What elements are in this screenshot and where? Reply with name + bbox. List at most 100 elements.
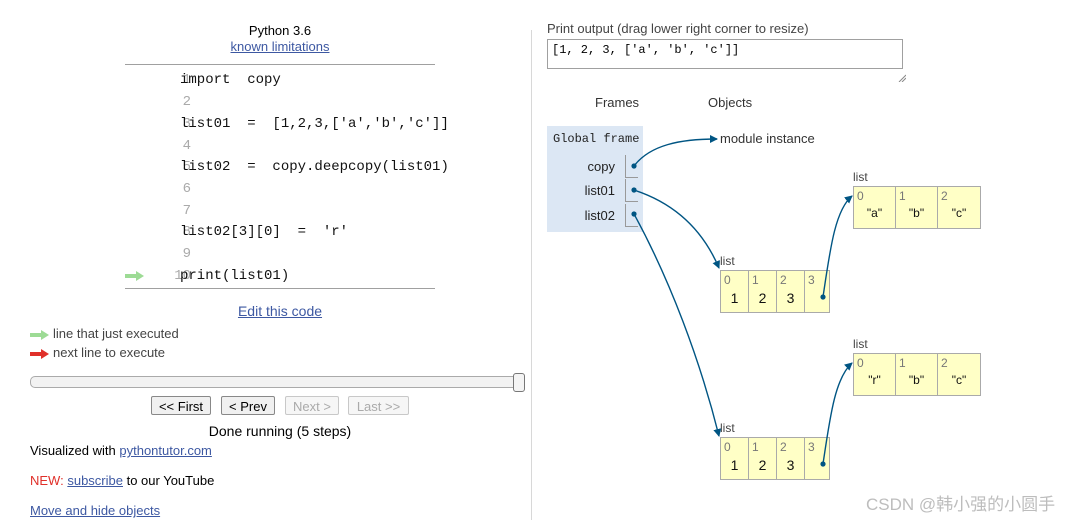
list-type-label: list	[720, 421, 735, 435]
global-frame[interactable]: Global frame copy list01 list02	[547, 126, 643, 232]
list-cell: 1"b"	[896, 354, 938, 395]
var-list02: list02	[584, 208, 615, 223]
list-value: 3	[786, 290, 795, 306]
executed-arrow-icon	[125, 271, 144, 281]
next-button[interactable]: Next >	[285, 396, 339, 415]
list-value: 2	[758, 457, 767, 473]
pointer-list02	[633, 213, 722, 437]
legend-next-line: next line to execute	[30, 345, 165, 360]
list-type-label: list	[853, 337, 868, 351]
list-value: "a"	[866, 206, 883, 220]
list-value: "c"	[951, 373, 967, 387]
list-type-label: list	[720, 254, 735, 268]
pointer-dot	[820, 461, 826, 467]
visualized-prefix: Visualized with	[30, 443, 120, 458]
pointer-dot	[631, 163, 637, 169]
var-copy: copy	[587, 159, 615, 174]
code-line: 2	[125, 91, 435, 113]
edit-code-link[interactable]: Edit this code	[237, 303, 323, 319]
code-line: 9	[125, 243, 435, 265]
list-cell: 3	[805, 271, 829, 312]
pointer-list01-inner	[822, 195, 853, 298]
line-number: 3	[182, 116, 191, 132]
line-number: 10	[174, 268, 191, 284]
var-list02-pointer-cell	[625, 204, 638, 227]
status-text: Done running (5 steps)	[208, 423, 352, 439]
move-hide-link[interactable]: Move and hide objects	[30, 503, 161, 518]
list-index: 2	[780, 273, 787, 287]
pointer-dot	[820, 294, 826, 300]
prev-button[interactable]: < Prev	[221, 396, 275, 415]
red-arrow-icon	[30, 348, 49, 359]
subscribe-link[interactable]: subscribe	[67, 473, 123, 488]
list-index: 0	[724, 273, 731, 287]
line-text: list01 = [1,2,3,['a','b','c']]	[180, 116, 449, 132]
step-slider-handle[interactable]	[513, 373, 525, 392]
csdn-watermark: CSDN @韩小强的小圆手	[866, 495, 1056, 514]
code-line: 7	[125, 200, 435, 222]
print-output-label: Print output (drag lower right corner to…	[547, 21, 809, 36]
list-inner-rbc[interactable]: 0"r" 1"b" 2"c"	[853, 353, 981, 396]
first-button[interactable]: << First	[151, 396, 211, 415]
list-value: 1	[730, 290, 739, 306]
move-hide-objects: Move and hide objects	[30, 503, 160, 518]
list-value: 1	[730, 457, 739, 473]
line-number: 8	[182, 224, 191, 240]
frames-header: Frames	[595, 95, 640, 110]
list-type-label: list	[853, 170, 868, 184]
print-output-box[interactable]: [1, 2, 3, ['a', 'b', 'c']]	[547, 39, 903, 69]
pointer-list02-inner	[822, 362, 853, 465]
list-index: 1	[752, 273, 759, 287]
list-index: 1	[899, 189, 906, 203]
pointer-list01	[633, 189, 720, 269]
youtube-note: NEW: subscribe to our YouTube	[30, 473, 214, 488]
var-list01: list01	[584, 183, 615, 198]
var-list01-pointer-cell	[625, 179, 638, 202]
resize-grip-icon[interactable]	[898, 74, 906, 82]
list-value: "b"	[908, 206, 925, 220]
line-text: list02[3][0] = 'r'	[180, 224, 349, 240]
line-number: 9	[182, 246, 191, 262]
global-frame-title: Global frame	[553, 132, 640, 146]
list-value: "r"	[868, 373, 881, 387]
list-cell: 2"c"	[938, 354, 980, 395]
line-text: print(list01)	[180, 268, 290, 284]
list-value: 2	[758, 290, 767, 306]
list-value: "b"	[908, 373, 925, 387]
list-inner-abc[interactable]: 0"a" 1"b" 2"c"	[853, 186, 981, 229]
line-number: 4	[182, 138, 191, 154]
green-arrow-icon	[30, 329, 49, 340]
last-button[interactable]: Last >>	[348, 396, 409, 415]
list-index: 1	[899, 356, 906, 370]
var-copy-pointer-cell	[625, 155, 638, 178]
known-limitations-link[interactable]: known limitations	[230, 39, 330, 54]
language-label: Python 3.6	[248, 23, 312, 38]
list-index: 2	[941, 356, 948, 370]
subscribe-suffix: to our YouTube	[122, 473, 215, 488]
module-instance[interactable]: module instance	[720, 131, 815, 146]
line-number: 2	[182, 94, 191, 110]
pointer-dot	[631, 187, 637, 193]
new-label: NEW:	[30, 473, 64, 488]
legend-just-executed: line that just executed	[30, 326, 179, 341]
pointer-copy	[633, 135, 718, 167]
list-index: 1	[752, 440, 759, 454]
pythontutor-link[interactable]: pythontutor.com	[119, 443, 212, 458]
list-index: 3	[808, 273, 815, 287]
code-line: 6	[125, 178, 435, 200]
legend-next-line-label: next line to execute	[53, 345, 166, 360]
list-cell: 1"b"	[896, 187, 938, 228]
line-number: 6	[182, 181, 191, 197]
